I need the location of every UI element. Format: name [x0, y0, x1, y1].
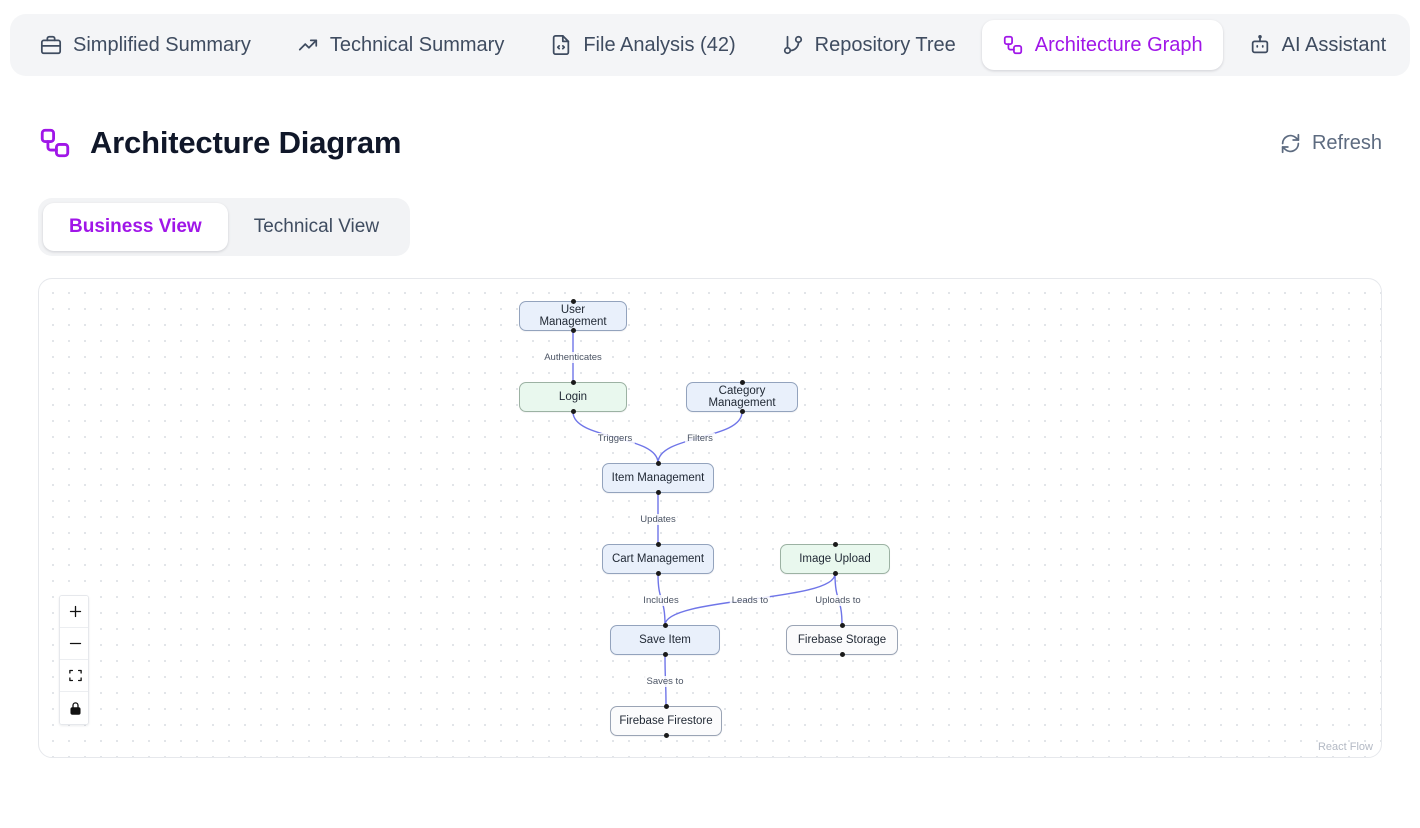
node-label: Login	[558, 391, 588, 403]
zoom-in-button[interactable]	[60, 596, 88, 628]
tab-label: Repository Tree	[814, 33, 956, 56]
edge-label-login-to-item-management: Triggers	[595, 433, 635, 444]
tab-simplified-summary[interactable]: Simplified Summary	[20, 20, 271, 70]
graph-node-firebase-storage[interactable]: Firebase Storage	[786, 623, 898, 657]
refresh-icon	[1280, 133, 1301, 154]
node-label: Firebase Storage	[797, 634, 887, 646]
view-toggle-technical-view[interactable]: Technical View	[228, 203, 405, 251]
node-handle-bot[interactable]	[655, 571, 661, 576]
graph-node-category-management[interactable]: Category Management	[686, 380, 798, 414]
tab-repository-tree[interactable]: Repository Tree	[762, 20, 976, 70]
tab-label: Simplified Summary	[73, 33, 251, 56]
page-title: Architecture Diagram	[90, 125, 402, 160]
edge-label-user-management-to-login: Authenticates	[542, 352, 604, 363]
toggle-interactivity-button[interactable]	[60, 692, 88, 724]
graph-node-login[interactable]: Login	[519, 380, 627, 414]
node-handle-bot[interactable]	[739, 409, 745, 414]
node-handle-top[interactable]	[832, 542, 838, 547]
plus-icon	[68, 604, 83, 619]
title-block: Architecture Diagram	[38, 125, 401, 161]
tab-label: File Analysis (42)	[583, 33, 736, 56]
view-toggle-business-view[interactable]: Business View	[43, 203, 228, 251]
tab-file-analysis-42[interactable]: File Analysis (42)	[530, 20, 755, 70]
node-handle-bot[interactable]	[832, 571, 838, 576]
edge-layer	[572, 330, 843, 707]
node-handle-top[interactable]	[839, 623, 845, 628]
node-label: Category Management	[708, 385, 776, 409]
edge-label-item-management-to-cart-management: Updates	[638, 514, 678, 525]
react-flow-attribution[interactable]: React Flow	[1317, 741, 1373, 753]
top-tab-bar: Simplified Summary Technical Summary File …	[10, 14, 1410, 76]
node-handle-bot[interactable]	[655, 490, 661, 495]
network-icon	[1002, 34, 1024, 56]
graph-node-cart-management[interactable]: Cart Management	[602, 542, 714, 576]
node-handle-bot[interactable]	[662, 652, 668, 657]
zoom-controls	[59, 595, 89, 725]
tab-technical-summary[interactable]: Technical Summary	[277, 20, 525, 70]
file-code-icon	[550, 34, 572, 56]
graph-node-user-management[interactable]: User Management	[519, 299, 627, 333]
graph-node-firebase-firestore[interactable]: Firebase Firestore	[610, 704, 722, 738]
node-handle-bot[interactable]	[570, 409, 576, 414]
robot-icon	[1249, 34, 1271, 56]
graph-node-save-item[interactable]: Save Item	[610, 623, 720, 657]
refresh-button[interactable]: Refresh	[1280, 132, 1382, 155]
node-handle-top[interactable]	[662, 623, 668, 628]
node-label: Item Management	[611, 472, 705, 484]
refresh-label: Refresh	[1311, 131, 1382, 154]
node-handle-bot[interactable]	[663, 733, 669, 738]
node-handle-top[interactable]	[655, 461, 661, 466]
node-handle-bot[interactable]	[839, 652, 845, 657]
edge-label-cart-management-to-save-item: Includes	[641, 595, 681, 606]
tab-label: Technical Summary	[329, 33, 505, 56]
fit-view-icon	[68, 668, 83, 683]
node-handle-top[interactable]	[570, 299, 576, 304]
fit-view-button[interactable]	[60, 660, 88, 692]
zoom-out-button[interactable]	[60, 628, 88, 660]
node-handle-top[interactable]	[663, 704, 669, 709]
git-branch-icon	[782, 34, 804, 56]
graph-node-item-management[interactable]: Item Management	[602, 461, 714, 495]
tab-label: AI Assistant	[1281, 33, 1387, 56]
tab-architecture-graph[interactable]: Architecture Graph	[981, 20, 1223, 70]
network-icon	[38, 126, 72, 160]
lock-icon	[68, 701, 83, 716]
graph-node-image-upload[interactable]: Image Upload	[780, 542, 890, 576]
briefcase-icon	[40, 34, 62, 56]
page-header: Architecture Diagram Refresh	[38, 76, 1382, 168]
edge-label-category-management-to-item-management: Filters	[685, 433, 715, 444]
minus-icon	[68, 636, 83, 651]
node-label: Cart Management	[611, 553, 705, 565]
tab-ai-assistant[interactable]: AI Assistant	[1229, 20, 1407, 70]
top-tab-bar-container: Simplified Summary Technical Summary File …	[0, 0, 1420, 76]
trending-up-icon	[297, 34, 319, 56]
node-label: Save Item	[639, 634, 691, 646]
edge-label-save-item-to-firebase-firestore: Saves to	[644, 676, 686, 687]
node-handle-top[interactable]	[570, 380, 576, 385]
node-label: Firebase Firestore	[619, 715, 713, 727]
node-label: Image Upload	[799, 553, 871, 565]
node-handle-bot[interactable]	[570, 328, 576, 333]
edge-label-image-upload-to-save-item: Leads to	[729, 595, 771, 606]
page-content: Architecture Diagram Refresh Business Vi…	[0, 76, 1420, 758]
edge-label-image-upload-to-firebase-storage: Uploads to	[813, 595, 863, 606]
node-handle-top[interactable]	[739, 380, 745, 385]
node-handle-top[interactable]	[655, 542, 661, 547]
node-label: User Management	[539, 304, 607, 328]
tab-label: Architecture Graph	[1034, 33, 1203, 56]
